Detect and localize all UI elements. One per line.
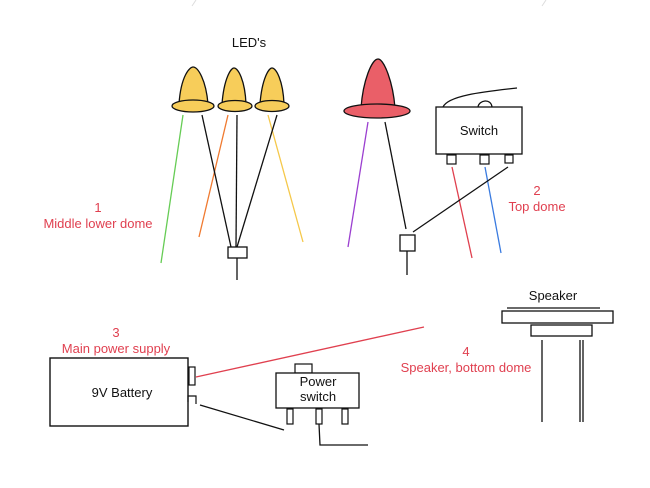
- yellow-led-3: [254, 67, 290, 113]
- faint-marks: [191, 0, 547, 7]
- wire-orange: [198, 114, 229, 238]
- wire-green: [160, 114, 184, 264]
- connector-1: [227, 246, 248, 259]
- battery: 9V Battery: [49, 357, 197, 427]
- wire-black-red-led: [384, 121, 407, 230]
- led-group-1: [160, 66, 304, 280]
- yellow-led-1: [171, 66, 215, 113]
- connector-2: [399, 234, 416, 252]
- annotation-3-text: Main power supply: [62, 341, 171, 356]
- wire-blue-switch: [484, 166, 502, 254]
- annotation-2-number: 2: [533, 183, 540, 198]
- wire-black-switch: [412, 166, 509, 233]
- power-switch-label-1: Power: [300, 374, 338, 389]
- wire-black-3: [236, 114, 278, 248]
- power-switch-pin-2: [315, 408, 323, 425]
- speaker-top-plate: [501, 310, 614, 324]
- switch-pin-3: [504, 154, 514, 164]
- red-led: [343, 58, 411, 119]
- power-switch-actuator: [294, 363, 313, 374]
- switch: Switch: [435, 87, 523, 165]
- wire-black-2: [235, 114, 238, 248]
- led-group-2: Switch: [343, 58, 523, 275]
- wire-purple: [347, 121, 369, 248]
- power-switch-label-2: switch: [300, 389, 336, 404]
- annotation-3-number: 3: [112, 325, 119, 340]
- wire-yellow: [267, 114, 304, 243]
- annotation-1-text: Middle lower dome: [43, 216, 152, 231]
- wire-black-battery: [199, 404, 285, 431]
- power-switch-pin-1: [286, 408, 294, 425]
- annotation-4-number: 4: [462, 344, 469, 359]
- power-switch-lead: [318, 423, 368, 446]
- switch-pin-2: [479, 154, 490, 165]
- wire-red-switch: [451, 166, 473, 259]
- power-switch: Power switch: [275, 363, 368, 446]
- annotation-1-number: 1: [94, 200, 101, 215]
- wire-red-main: [195, 326, 425, 378]
- wire-black-1: [201, 114, 232, 248]
- switch-label: Switch: [460, 123, 498, 138]
- annotation-4-text: Speaker, bottom dome: [401, 360, 532, 375]
- annotation-2-text: Top dome: [508, 199, 565, 214]
- speaker: Speaker: [501, 288, 614, 422]
- leds-title: LED's: [232, 35, 267, 50]
- switch-pin-1: [446, 154, 457, 165]
- battery-label: 9V Battery: [92, 385, 153, 400]
- battery-terminal-positive: [188, 366, 196, 386]
- power-switch-pin-3: [341, 408, 349, 425]
- battery-terminal-negative: [187, 395, 197, 404]
- speaker-magnet: [530, 324, 593, 337]
- speaker-label: Speaker: [529, 288, 578, 303]
- yellow-led-2: [217, 67, 253, 113]
